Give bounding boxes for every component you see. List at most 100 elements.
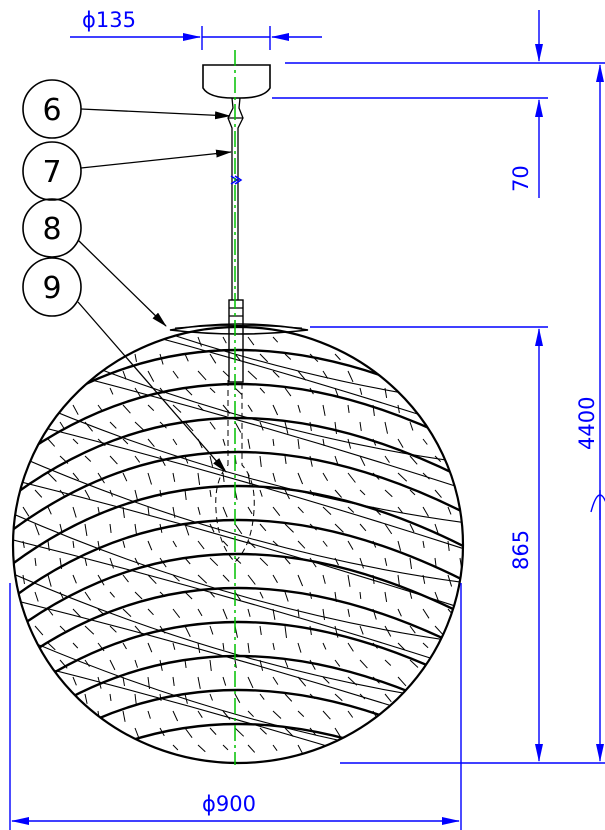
shade-segment xyxy=(334,693,343,702)
shade-segment xyxy=(184,557,191,565)
shade-segment xyxy=(372,472,380,480)
shade-segment xyxy=(372,540,377,548)
shade-segment xyxy=(347,472,356,483)
shade-segment xyxy=(109,387,114,395)
shade-segment xyxy=(322,404,326,416)
shade-segment xyxy=(197,642,201,653)
shade-segment xyxy=(172,404,182,413)
shade-segment xyxy=(272,336,279,343)
shade-rib xyxy=(13,416,463,504)
shade-segment xyxy=(297,370,307,381)
shade-segment xyxy=(222,744,229,751)
shade-band xyxy=(13,624,463,763)
shade-segment xyxy=(234,693,241,704)
shade-segment xyxy=(434,489,442,498)
shade-segment xyxy=(397,506,404,514)
shade-segment xyxy=(22,540,25,548)
shade-segment xyxy=(172,472,176,482)
shade-segment xyxy=(172,642,176,650)
callout-7: 7 xyxy=(22,141,232,201)
shade-band xyxy=(13,594,463,736)
shade-segment xyxy=(147,472,152,485)
canopy-height-label: 70 xyxy=(509,165,533,192)
shade-segment xyxy=(209,353,217,364)
shade-segment xyxy=(147,642,153,653)
shade-segment xyxy=(197,676,201,689)
shade-segment xyxy=(322,608,325,620)
shade-segment xyxy=(284,557,291,565)
shade-segment xyxy=(109,523,112,533)
shade-segment xyxy=(372,404,375,416)
shade-rib xyxy=(13,450,463,538)
shade-segment xyxy=(384,489,393,498)
shade-segment xyxy=(134,421,145,431)
shade-segment xyxy=(222,404,231,414)
shade-segment xyxy=(272,404,279,416)
shade-segment xyxy=(184,693,188,704)
shade-segment xyxy=(347,404,350,413)
shade-segment xyxy=(197,574,208,584)
shade-segment xyxy=(72,540,75,548)
shade-segment xyxy=(272,744,278,751)
shade-segment xyxy=(422,642,429,649)
shade-segment xyxy=(184,421,194,432)
shade-segment xyxy=(97,540,101,551)
shade-segment xyxy=(384,591,388,602)
shade-segment xyxy=(297,506,304,514)
shade-segment xyxy=(122,608,132,617)
shade-segment xyxy=(97,608,105,615)
shade-segment xyxy=(397,472,408,482)
shade-segment xyxy=(59,557,63,569)
shade-segment xyxy=(134,727,140,740)
shade-segment xyxy=(272,438,275,446)
shade-segment xyxy=(234,591,242,601)
shade-segment xyxy=(234,421,242,433)
shade-segment xyxy=(72,608,81,618)
shade-segment xyxy=(384,455,390,463)
shade-segment xyxy=(247,540,256,549)
shade-segment xyxy=(447,540,450,551)
canopy xyxy=(202,64,271,99)
shade-segment xyxy=(309,455,313,467)
shade-segment xyxy=(422,574,426,584)
shade-segment xyxy=(422,506,429,517)
shade-segment xyxy=(384,625,392,637)
shade-segment xyxy=(322,540,328,547)
shade-segment xyxy=(322,370,329,379)
callout-8-label: 8 xyxy=(42,212,61,247)
shade-segment xyxy=(347,574,351,587)
shade-segment xyxy=(134,693,137,704)
shade-segment xyxy=(359,659,368,669)
shade-segment xyxy=(134,625,144,636)
shade-segment xyxy=(134,591,143,600)
shade-segment xyxy=(209,557,219,567)
shade-segment xyxy=(72,506,77,518)
shade-segment xyxy=(372,438,377,446)
shade-segment xyxy=(59,489,65,496)
overall-length-label: 4400 xyxy=(575,397,599,450)
shade-segment xyxy=(272,506,281,517)
shade-segment xyxy=(34,591,39,602)
shade-segment xyxy=(184,659,187,668)
shade-segment xyxy=(184,353,189,362)
shade-segment xyxy=(409,591,413,599)
light-bulb xyxy=(215,380,255,563)
shade-segment xyxy=(247,608,251,617)
shade-segment xyxy=(409,557,412,569)
shade-segment xyxy=(34,625,44,636)
shade-segment xyxy=(84,421,93,432)
shade-segment xyxy=(372,676,380,684)
callout-6-label: 6 xyxy=(42,93,61,128)
shade-segment xyxy=(197,370,207,381)
shade-segment xyxy=(197,608,203,617)
shade-segment xyxy=(259,693,265,700)
shade-segment xyxy=(184,591,193,600)
shade-segment xyxy=(47,506,52,515)
shade-segment xyxy=(134,557,140,566)
shade-segment xyxy=(122,472,128,482)
shade-segment xyxy=(409,523,415,533)
shade-segment xyxy=(259,591,264,599)
shade-segment xyxy=(109,659,116,671)
shade-segment xyxy=(59,523,63,533)
shade-segment xyxy=(222,540,229,547)
